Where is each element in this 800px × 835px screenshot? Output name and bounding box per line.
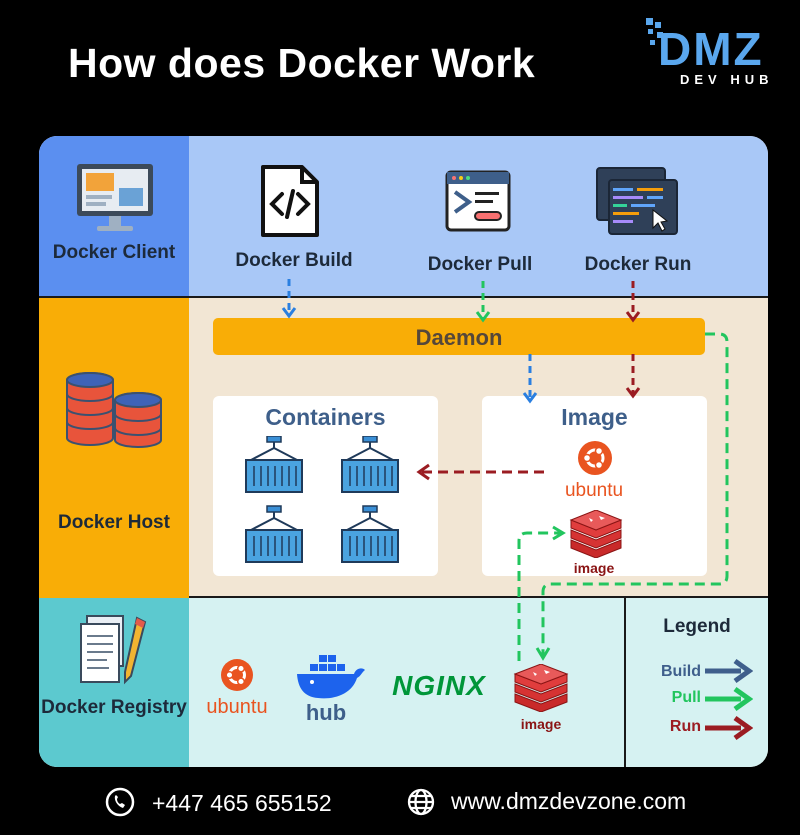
ubuntu-logo-icon [578, 441, 612, 475]
redis-icon [569, 510, 623, 558]
daemon-label: Daemon [415, 325, 503, 350]
legend-run-label: Run [669, 718, 701, 735]
client-row: Docker Client Docker Build Docker [39, 136, 768, 296]
legend-build-label: Build [661, 663, 701, 680]
redis-registry-icon [513, 664, 569, 712]
logo-sub: DEV HUB [680, 72, 774, 87]
legend-divider [624, 598, 626, 767]
logo-main: DMZ [658, 23, 764, 75]
legend-arrows-icon [705, 658, 753, 741]
logo-pixels-icon [646, 18, 663, 45]
code-windows-icon [596, 167, 678, 235]
legend-title: Legend [663, 616, 731, 637]
client-label: Docker Client [52, 242, 176, 263]
image-title: Image [561, 404, 628, 430]
flow-arrows [281, 279, 729, 661]
page-title: How does Docker Work [68, 40, 536, 86]
docker-build-label: Docker Build [235, 250, 353, 271]
documents-pencil-icon [80, 615, 147, 685]
code-file-icon [261, 165, 319, 237]
docker-run-label: Docker Run [584, 254, 692, 275]
docker-diagram-panel: Docker Client Docker Build Docker [39, 136, 768, 767]
phone-number: +447 465 655152 [152, 790, 332, 816]
redis-registry-label: image [520, 716, 562, 732]
terminal-window-icon [445, 170, 511, 232]
registry-label: Docker Registry [41, 697, 187, 718]
registry-row: Docker Registry ubuntu hub NGINX imag [39, 598, 768, 767]
containers-title: Containers [265, 404, 386, 430]
ubuntu-registry-label: ubuntu [206, 696, 268, 718]
nginx-logo: NGINX [392, 670, 486, 701]
legend-pull-label: Pull [671, 689, 701, 706]
docker-hub-label: hub [305, 700, 347, 725]
host-label-bg [39, 298, 189, 598]
redis-image-label: image [573, 560, 615, 576]
website-link[interactable]: www.dmzdevzone.com [451, 788, 687, 814]
ubuntu-registry-logo-icon [221, 659, 253, 691]
monitor-icon [77, 164, 153, 231]
host-label: Docker Host [58, 512, 170, 533]
docker-pull-label: Docker Pull [427, 254, 533, 275]
database-stack-icon [66, 372, 162, 448]
ubuntu-image-label: ubuntu [564, 480, 624, 501]
docker-whale-icon [297, 655, 365, 699]
host-row: Docker Host Daemon Containers Image [39, 296, 768, 598]
phone-icon [105, 787, 135, 817]
globe-icon [407, 788, 435, 816]
daemon-bar [213, 318, 705, 355]
